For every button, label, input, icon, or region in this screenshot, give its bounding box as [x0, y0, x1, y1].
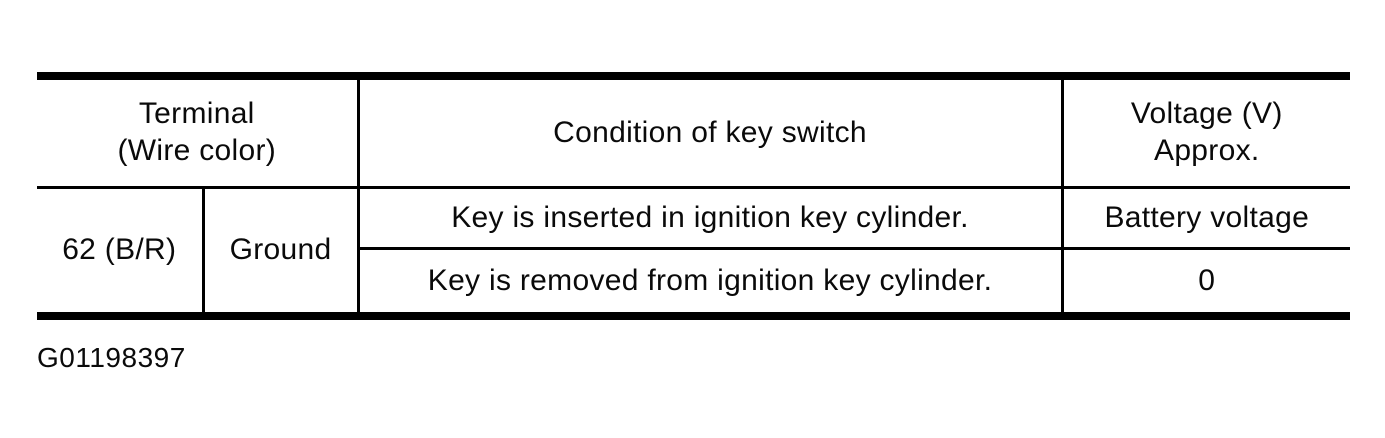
wire-reference-cell: Ground [203, 187, 360, 316]
table-row: Key is removed from ignition key cylinde… [37, 248, 1350, 316]
terminal-voltage-spec-table: Terminal (Wire color) Condition of key s… [37, 72, 1351, 320]
header-voltage-line2: Approx. [1154, 134, 1260, 167]
header-terminal-cell: Terminal (Wire color) [37, 76, 360, 189]
header-condition-cell: Condition of key switch [358, 76, 1064, 189]
condition-row2-cell: Key is removed from ignition key cylinde… [358, 248, 1064, 316]
voltage-row2-cell: 0 [1198, 263, 1216, 297]
header-terminal-line1: Terminal [138, 97, 255, 131]
figure-code: G01198397 [37, 342, 186, 373]
table-row: 62 (B/R) Ground Key is inserted in ignit… [37, 187, 1351, 316]
header-row: Terminal (Wire color) Condition of key s… [37, 76, 1351, 189]
header-voltage-cell: Voltage (V) Approx. [1062, 76, 1351, 189]
condition-row1-cell: Key is inserted in ignition key cylinder… [358, 187, 1064, 250]
voltage-row1-cell: Battery voltage [1062, 187, 1351, 250]
header-voltage-line1: Voltage (V) [1130, 97, 1283, 131]
signal-voltage-table: Terminal (Wire color) Condition of key s… [37, 72, 1351, 320]
header-terminal-line2: (Wire color) [117, 134, 277, 167]
terminal-cell: 62 (B/R) [37, 187, 205, 316]
